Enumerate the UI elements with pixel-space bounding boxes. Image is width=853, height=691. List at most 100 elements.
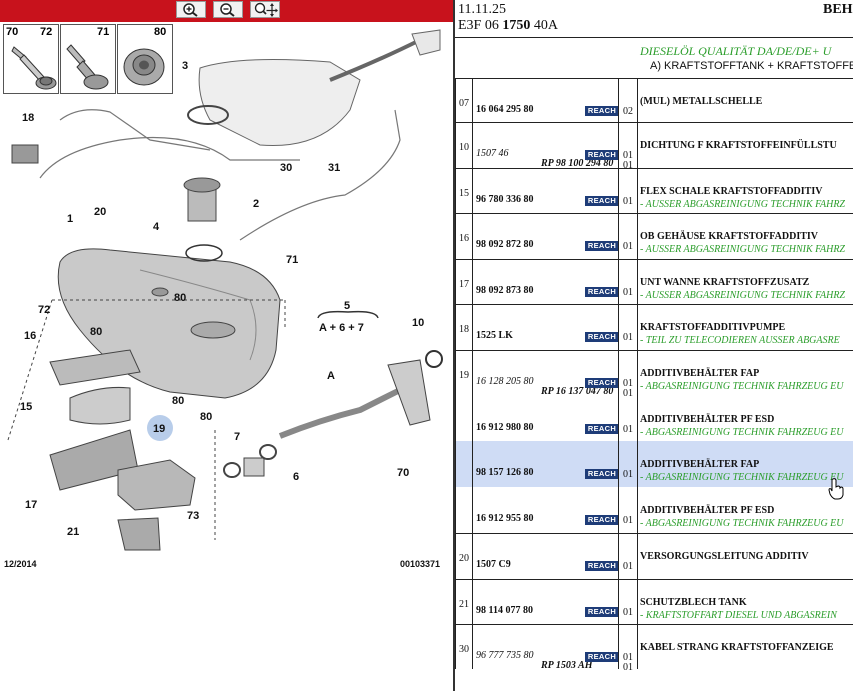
callout-5[interactable]: 5 <box>344 300 350 312</box>
ref-suffix: 40A <box>533 18 558 33</box>
callout-10[interactable]: 10 <box>412 317 424 329</box>
parts-list-panel[interactable]: 11.11.25 E3F 06 1750 40A BEH DIESELÖL QU… <box>455 0 853 691</box>
callout-73[interactable]: 73 <box>187 510 199 522</box>
thumbnail-bolt-71[interactable]: 71 <box>60 24 116 94</box>
part-description: ADDITIVBEHÄLTER PF ESD <box>640 413 775 425</box>
thumb-label-72: 72 <box>40 26 53 38</box>
part-quantity: 01 <box>623 652 633 663</box>
callout-a-6-7[interactable]: A + 6 + 7 <box>319 322 364 334</box>
part-number[interactable]: 98 114 077 80 <box>476 605 533 616</box>
callout-1[interactable]: 1 <box>67 213 73 225</box>
callout-18[interactable]: 18 <box>22 112 34 124</box>
callout-30[interactable]: 30 <box>280 162 292 174</box>
callout-80-a[interactable]: 80 <box>90 326 102 338</box>
zoom-pan-button[interactable] <box>250 1 280 18</box>
callout-80-d[interactable]: 80 <box>174 292 186 304</box>
callout-70[interactable]: 70 <box>397 467 409 479</box>
row-position: 16 <box>459 233 469 244</box>
reach-badge[interactable]: REACH <box>585 150 619 160</box>
part-quantity: 01 <box>623 241 633 252</box>
part-quantity: 01 <box>623 514 633 526</box>
diagram-panel[interactable]: 70 72 71 80 <box>0 0 453 691</box>
callout-15[interactable]: 15 <box>20 401 32 413</box>
reach-badge[interactable]: REACH <box>585 561 619 571</box>
column-separator <box>637 78 638 669</box>
thumbnail-nut-80[interactable]: 80 <box>117 24 173 94</box>
row-separator <box>455 259 853 260</box>
row-position: 20 <box>459 553 469 564</box>
row-position: 15 <box>459 188 469 199</box>
reach-badge[interactable]: REACH <box>585 106 619 116</box>
exploded-diagram: 1 2 3 4 5 A + 6 + 7 6 7 10 15 16 17 18 1… <box>7 29 443 551</box>
part-number[interactable]: 16 064 295 80 <box>476 104 534 115</box>
row-separator <box>455 78 853 79</box>
reach-badge[interactable]: REACH <box>585 423 619 434</box>
part-quantity: 01 <box>623 196 633 207</box>
row-position: 18 <box>459 324 469 335</box>
callout-21[interactable]: 21 <box>67 526 79 538</box>
part-row[interactable] <box>455 441 853 487</box>
part-quantity: 01 <box>623 378 633 389</box>
part-description: DICHTUNG F KRAFTSTOFFEINFÜLLSTU <box>640 140 837 151</box>
callout-19[interactable]: 19 <box>153 423 165 435</box>
part-description: FLEX SCHALE KRAFTSTOFFADDITIV <box>640 186 823 197</box>
flange-bolt-icon <box>66 44 109 90</box>
zoom-in-button[interactable] <box>176 1 206 18</box>
row-separator <box>455 168 853 169</box>
part-number[interactable]: 98 092 872 80 <box>476 239 534 250</box>
callout-71[interactable]: 71 <box>286 254 298 266</box>
reach-badge[interactable]: REACH <box>585 607 619 617</box>
row-separator <box>455 350 853 351</box>
panel-divider[interactable] <box>453 0 455 691</box>
part-number[interactable]: 1525 LK <box>476 330 513 341</box>
callout-31[interactable]: 31 <box>328 162 340 174</box>
part-number[interactable]: 1507 46 <box>476 148 509 159</box>
row-separator <box>455 213 853 214</box>
part-number[interactable]: 16 128 205 80 <box>476 376 534 387</box>
callout-7[interactable]: 7 <box>234 431 240 443</box>
part-description: KABEL STRANG KRAFTSTOFFANZEIGE <box>640 642 834 653</box>
column-separator <box>618 78 619 669</box>
row-separator <box>455 533 853 534</box>
callout-20[interactable]: 20 <box>94 206 106 218</box>
reach-badge[interactable]: REACH <box>585 241 619 251</box>
part-description: ADDITIVBEHÄLTER FAP <box>640 368 760 379</box>
part-number[interactable]: 16 912 980 80 <box>476 421 534 433</box>
thumb-label-70: 70 <box>6 26 19 38</box>
reach-badge[interactable]: REACH <box>585 378 619 388</box>
part-number[interactable]: 98 092 873 80 <box>476 285 534 296</box>
reach-badge[interactable]: REACH <box>585 469 619 479</box>
part-number[interactable]: 96 780 336 80 <box>476 194 534 205</box>
magnifier-minus-icon <box>220 3 235 17</box>
callout-72[interactable]: 72 <box>38 304 50 316</box>
part-description: (MUL) METALLSCHELLE <box>640 96 763 107</box>
reach-badge[interactable]: REACH <box>585 287 619 297</box>
callout-3[interactable]: 3 <box>182 60 188 72</box>
part-number[interactable]: 1507 C9 <box>476 559 511 570</box>
callout-80-b[interactable]: 80 <box>172 395 184 407</box>
column-separator <box>472 78 473 669</box>
reach-badge[interactable]: REACH <box>585 514 619 525</box>
row-separator <box>455 304 853 305</box>
reach-badge[interactable]: REACH <box>585 332 619 342</box>
callout-17[interactable]: 17 <box>25 499 37 511</box>
part-number[interactable]: 96 777 735 80 <box>476 650 534 661</box>
callout-2[interactable]: 2 <box>253 198 259 210</box>
callout-6[interactable]: 6 <box>293 471 299 483</box>
part-number[interactable]: 98 157 126 80 <box>476 467 534 478</box>
replacement-number: RP 98 100 294 80 <box>541 158 614 169</box>
part-quantity: 01 <box>623 287 633 298</box>
part-number[interactable]: 16 912 955 80 <box>476 512 534 524</box>
reach-badge[interactable]: REACH <box>585 196 619 206</box>
callout-A[interactable]: A <box>327 370 335 382</box>
callout-16[interactable]: 16 <box>24 330 36 342</box>
reach-badge[interactable]: REACH <box>585 652 619 662</box>
diagram-toolbar <box>0 0 453 22</box>
part-quantity-2: 01 <box>623 388 633 399</box>
thumbnail-bolt-70-72[interactable]: 70 72 <box>3 24 59 94</box>
zoom-out-button[interactable] <box>213 1 243 18</box>
row-position: 10 <box>459 142 469 153</box>
part-description: UNT WANNE KRAFTSTOFFZUSATZ <box>640 277 810 288</box>
callout-80-c[interactable]: 80 <box>200 411 212 423</box>
callout-4[interactable]: 4 <box>153 221 160 233</box>
